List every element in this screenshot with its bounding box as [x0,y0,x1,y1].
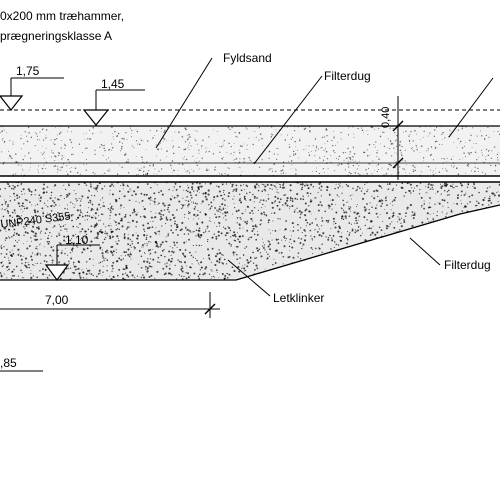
level-marker-left [0,77,64,111]
thickness-dimension [392,96,404,180]
level-bottom-label: ,85 [0,356,17,370]
fill-sand-layer [0,126,500,176]
level-right-label: 1,45 [101,77,125,91]
lightweight-aggregate-layer [0,182,500,280]
length-label: 7,00 [45,293,69,307]
label-filterdug-right: Filterdug [444,258,491,272]
note-line-2: prægneringsklasse A [0,29,112,43]
thickness-label: 0,40 [380,107,392,128]
leader-lines [155,57,494,297]
level-left-label: 1,75 [16,64,40,78]
level-marker-right [82,89,145,126]
level-marker-lower [44,244,100,282]
note-line-1: 0x200 mm træhammer, [0,9,124,23]
label-filterdug-top: Filterdug [324,69,371,83]
level-lower-label: 1,10 [65,233,89,247]
label-letklinker: Letklinker [273,291,324,305]
layer-lines [0,109,500,281]
label-fyldsand: Fyldsand [223,51,272,65]
length-dimension [0,292,220,318]
lwa-bottom-line [0,204,500,281]
